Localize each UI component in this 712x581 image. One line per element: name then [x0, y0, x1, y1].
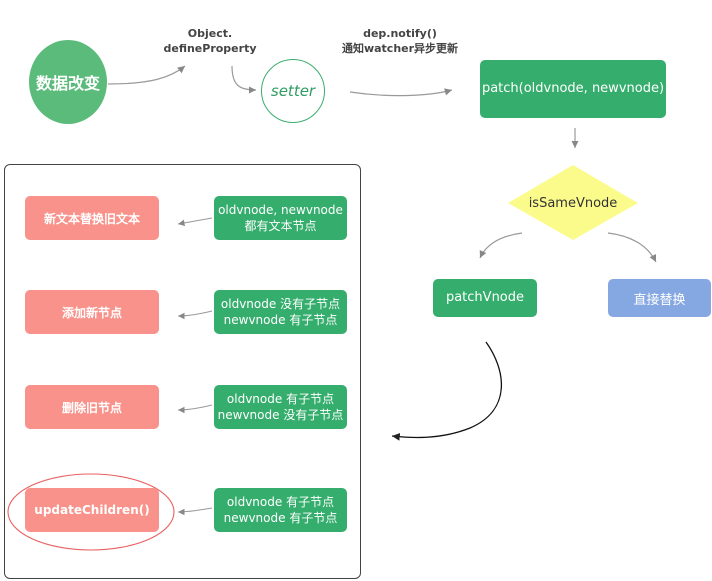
condition-both-children: oldvnode 有子节点 newvnode 有子节点 — [214, 488, 347, 532]
action-replace-text: 新文本替换旧文本 — [25, 196, 159, 240]
arrow-change-to-define — [107, 65, 186, 85]
condition-3-line1: oldvnode 有子节点 — [226, 392, 335, 406]
define-property-line1: Object. — [187, 27, 233, 40]
arrow-diamond-to-patchvnode — [479, 232, 523, 259]
condition-1-line2: 都有文本节点 — [244, 219, 317, 233]
condition-both-text: oldvnode, newvnode 都有文本节点 — [214, 196, 347, 240]
action-update-children: updateChildren() — [25, 488, 159, 532]
arrow-setter-to-patch — [349, 88, 453, 97]
condition-2-line1: oldvnode 没有子节点 — [220, 297, 341, 311]
condition-4-line2: newvnode 有子节点 — [223, 511, 338, 525]
condition-2-line2: newvnode 有子节点 — [223, 313, 338, 327]
notify-label: dep.notify() 通知watcher异步更新 — [330, 26, 470, 56]
define-property-line2: defineProperty — [163, 42, 257, 55]
notify-line1: dep.notify() — [363, 27, 437, 40]
action-add-nodes: 添加新节点 — [25, 290, 159, 334]
data-change-node: 数据改变 — [29, 40, 107, 124]
condition-1-line1: oldvnode, newvnode — [218, 203, 343, 217]
arrow-patchvnode-to-cases — [391, 341, 503, 441]
notify-line2: 通知watcher异步更新 — [341, 42, 459, 55]
direct-replace-node: 直接替换 — [608, 279, 711, 317]
cases-frame — [4, 164, 361, 579]
condition-old-no-children: oldvnode 没有子节点 newvnode 有子节点 — [214, 290, 347, 334]
condition-3-line2: newvnode 没有子节点 — [217, 408, 344, 422]
patch-vnode-node: patchVnode — [433, 279, 537, 317]
patch-node: patch(oldvnode, newvnode) — [480, 60, 666, 118]
is-same-vnode-label: isSameVnode — [528, 195, 618, 211]
arrow-diamond-to-replace — [607, 232, 657, 263]
condition-new-no-children: oldvnode 有子节点 newvnode 没有子节点 — [214, 385, 347, 429]
define-property-label: Object. defineProperty — [160, 26, 260, 56]
arrow-define-to-setter — [231, 65, 257, 94]
condition-4-line1: oldvnode 有子节点 — [226, 495, 335, 509]
setter-node: setter — [261, 59, 325, 123]
action-remove-nodes: 删除旧节点 — [25, 385, 159, 429]
